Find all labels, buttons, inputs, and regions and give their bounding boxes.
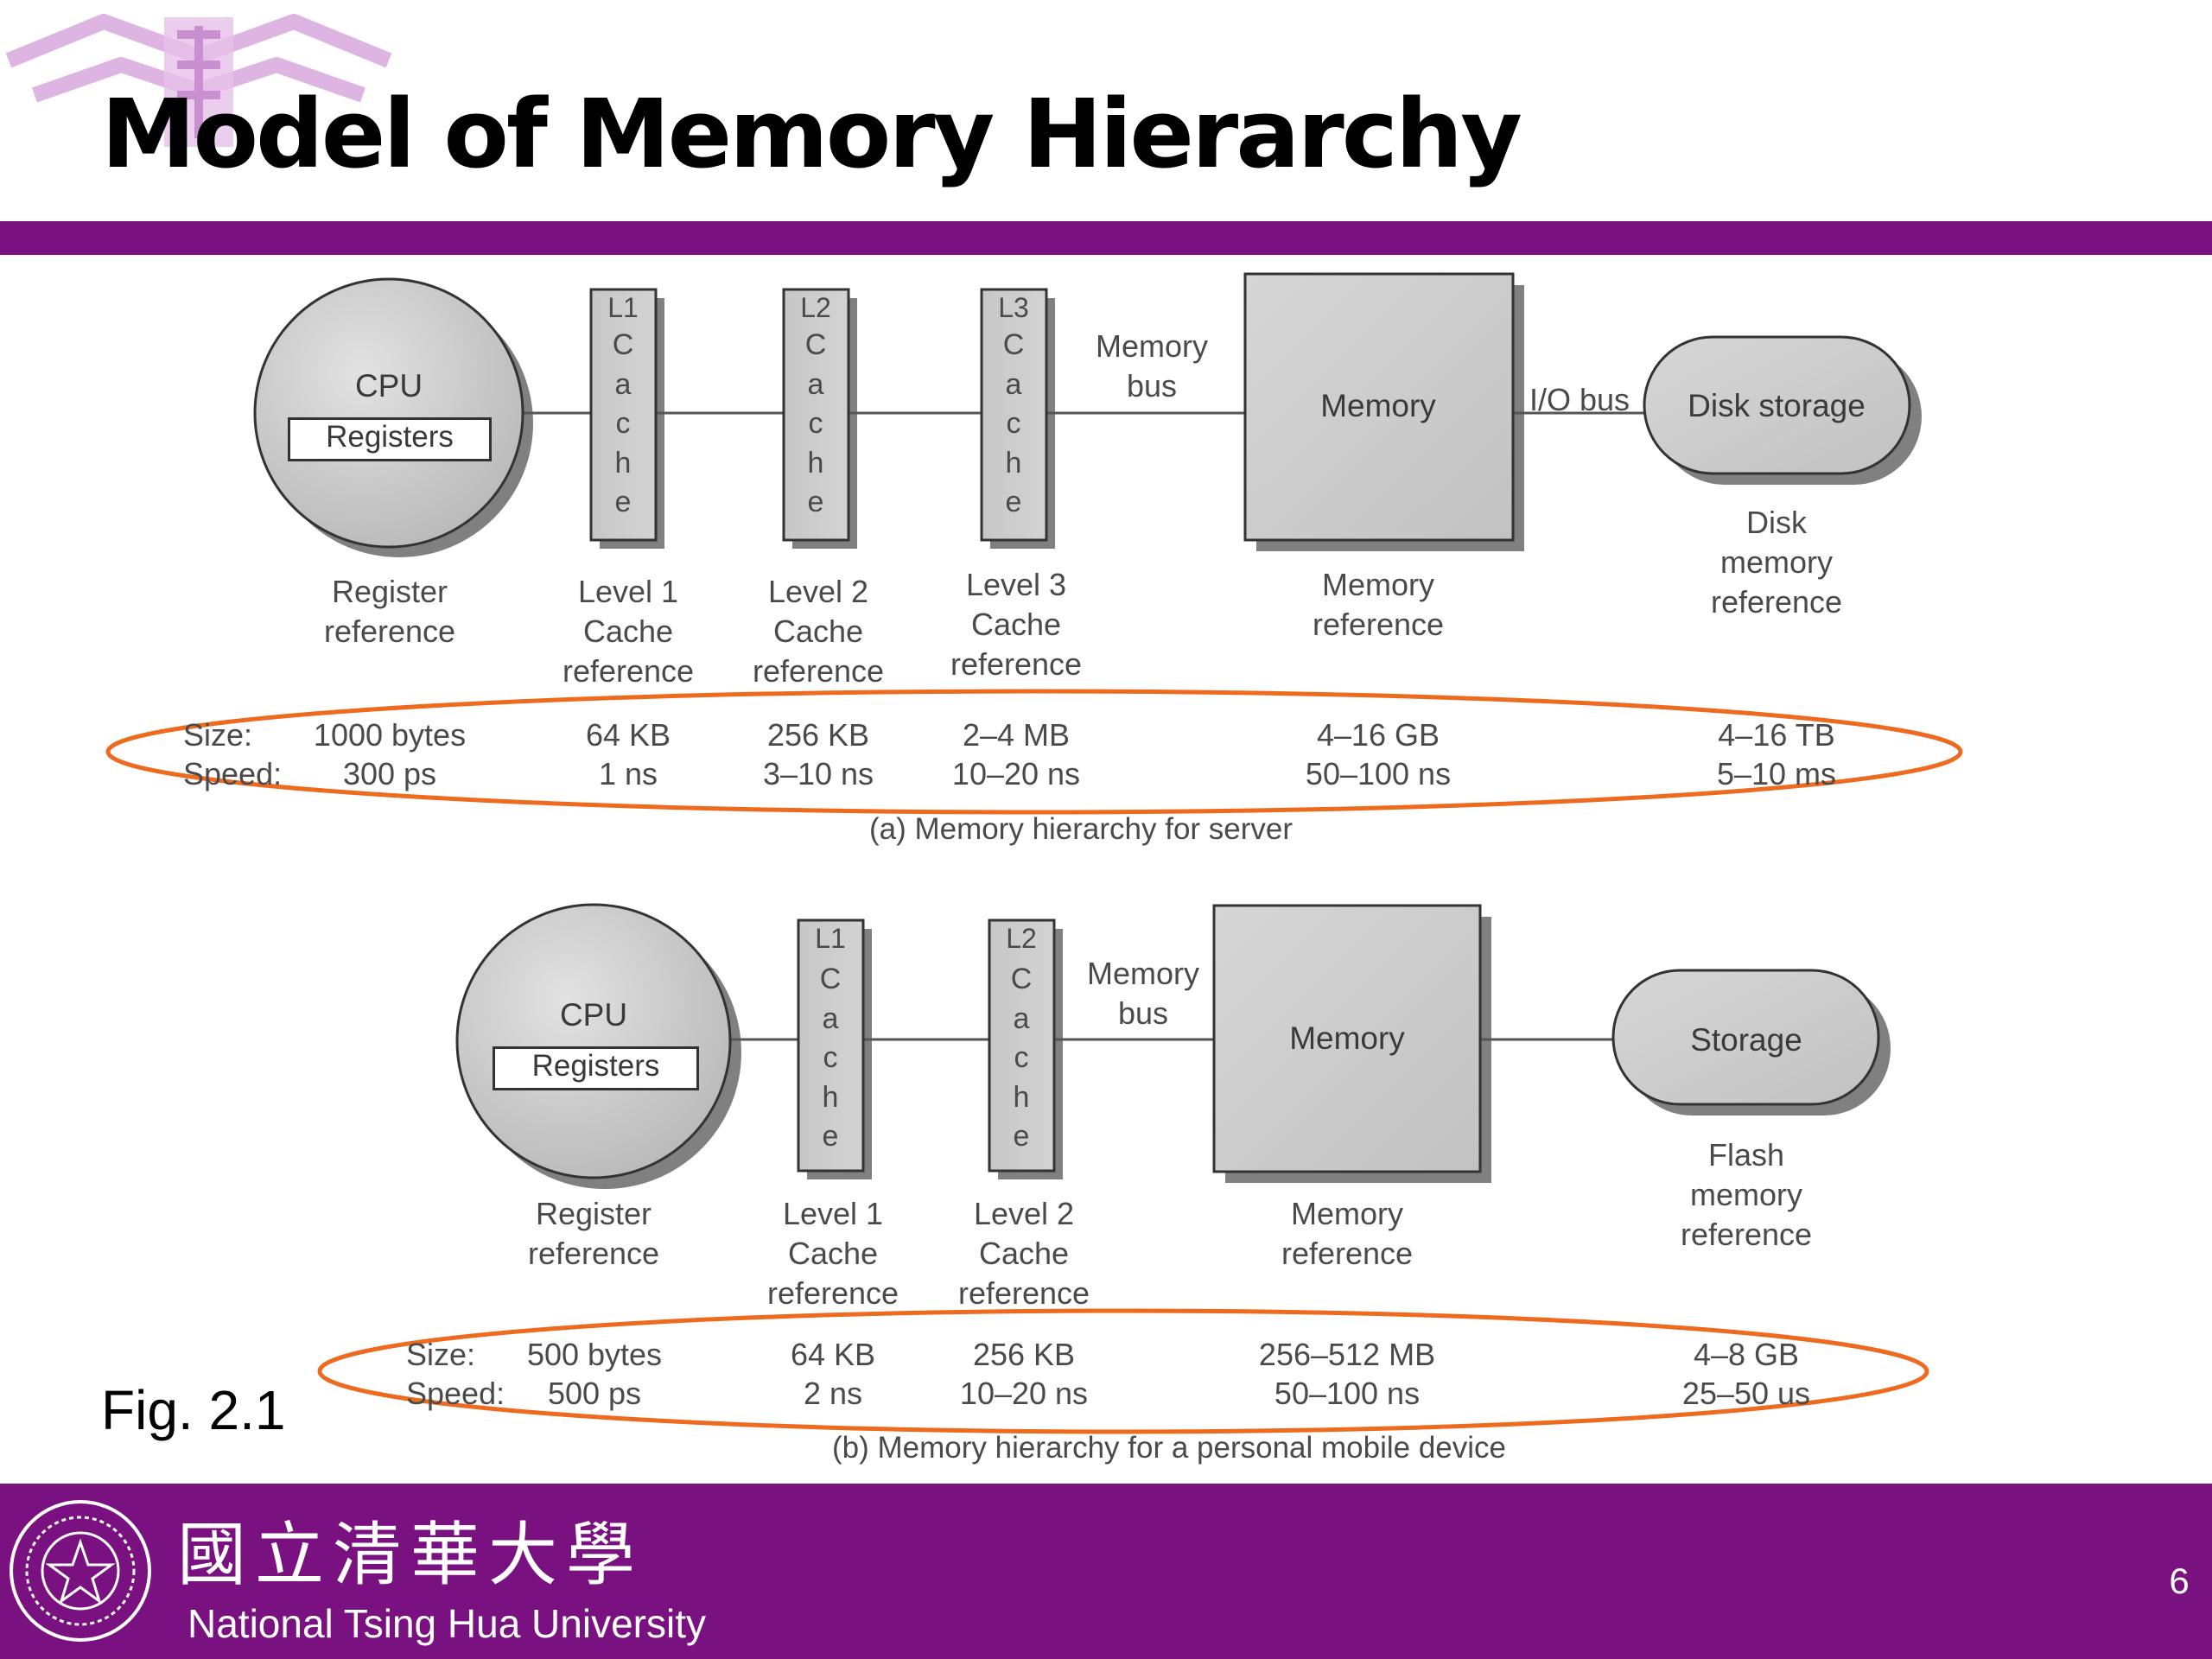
l1-reference-a: Level 1 Cache reference <box>562 574 695 689</box>
university-seal-icon <box>10 1500 151 1642</box>
slide-title: Model of Memory Hierarchy <box>101 79 1522 189</box>
l2-reference-b: Level 2 Cache reference <box>957 1196 1090 1311</box>
l1-reference-b: Level 1 Cache reference <box>766 1196 899 1311</box>
storage-label-b: Storage <box>1690 1022 1802 1058</box>
registers-box-a: Registers <box>288 417 492 461</box>
university-name-english: National Tsing Hua University <box>188 1601 706 1646</box>
size-l2-a: 256 KB <box>766 717 870 753</box>
flash-reference-b: Flash memory reference <box>1680 1137 1813 1252</box>
size-memory-b: 256–512 MB <box>1258 1337 1436 1372</box>
registers-box-b: Registers <box>493 1046 699 1090</box>
l3-reference-a: Level 3 Cache reference <box>950 567 1083 682</box>
speed-memory-b: 50–100 ns <box>1274 1376 1421 1411</box>
size-speed-highlight-a <box>105 689 1963 815</box>
memory-reference-a: Memory reference <box>1312 567 1445 642</box>
size-l1-a: 64 KB <box>585 717 671 753</box>
l2-cache-name-b: L2 <box>1006 923 1037 954</box>
speed-l1-a: 1 ns <box>598 756 658 791</box>
speed-disk-a: 5–10 ms <box>1716 756 1837 791</box>
size-storage-b: 4–8 GB <box>1693 1337 1800 1372</box>
title-divider-bar <box>0 221 2212 255</box>
speed-storage-b: 25–50 us <box>1681 1376 1811 1411</box>
l3-cache-block-a <box>980 288 1048 542</box>
l2-cache-block-a <box>782 288 850 542</box>
university-logo-watermark <box>5 14 392 147</box>
memory-bus-label-a: Memory bus <box>1095 328 1209 404</box>
size-register-a: 1000 bytes <box>313 717 467 753</box>
figure-label: Fig. 2.1 <box>101 1379 286 1441</box>
register-reference-b: Register reference <box>527 1196 660 1271</box>
size-l2-b: 256 KB <box>972 1337 1076 1372</box>
l3-cache-letters-a: C a c h e <box>1002 328 1025 518</box>
memory-bus-label-b: Memory bus <box>1086 956 1200 1031</box>
l2-reference-a: Level 2 Cache reference <box>752 574 885 689</box>
size-l3-a: 2–4 MB <box>962 717 1071 753</box>
speed-l2-b: 10–20 ns <box>959 1376 1089 1411</box>
size-memory-a: 4–16 GB <box>1316 717 1440 753</box>
speed-memory-a: 50–100 ns <box>1305 756 1452 791</box>
speed-l1-b: 2 ns <box>803 1376 863 1411</box>
cpu-circle-a <box>253 277 524 549</box>
university-name-chinese: 國立清華大學 <box>177 1515 644 1595</box>
memory-block-b <box>1212 904 1482 1173</box>
l1-cache-block-b <box>797 918 865 1173</box>
l1-cache-name-b: L1 <box>815 923 846 954</box>
caption-a: (a) Memory hierarchy for server <box>868 812 1294 846</box>
size-l1-b: 64 KB <box>790 1337 876 1372</box>
speed-l3-a: 10–20 ns <box>951 756 1081 791</box>
size-speed-highlight-b <box>317 1308 1929 1434</box>
disk-reference-a: Disk memory reference <box>1710 505 1843 620</box>
memory-block-a <box>1243 272 1515 542</box>
size-label-b: Size: <box>406 1337 476 1372</box>
size-register-b: 500 bytes <box>526 1337 663 1372</box>
page-number: 6 <box>2169 1560 2190 1601</box>
memory-label-b: Memory <box>1289 1020 1405 1056</box>
speed-l2-a: 3–10 ns <box>762 756 874 791</box>
caption-b: (b) Memory hierarchy for a personal mobi… <box>831 1431 1507 1465</box>
speed-register-b: 500 ps <box>547 1376 642 1411</box>
storage-block-b <box>1611 969 1880 1106</box>
l1-cache-block-a <box>589 288 658 542</box>
l1-cache-name-a: L1 <box>607 292 639 323</box>
l2-cache-block-b <box>988 918 1056 1173</box>
speed-label-b: Speed: <box>406 1376 505 1411</box>
speed-label-a: Speed: <box>183 756 283 791</box>
io-bus-label-a: I/O bus <box>1529 382 1630 417</box>
cpu-label-b: CPU <box>559 997 628 1033</box>
l2-cache-letters-b: C a c h e <box>1010 963 1033 1153</box>
footer-bar <box>0 1484 2212 1659</box>
cpu-circle-b <box>455 903 732 1179</box>
speed-register-a: 300 ps <box>342 756 437 791</box>
size-disk-a: 4–16 TB <box>1718 717 1835 753</box>
disk-storage-block-a <box>1643 335 1911 475</box>
memory-reference-b: Memory reference <box>1281 1196 1414 1271</box>
memory-label-a: Memory <box>1320 388 1436 423</box>
l2-cache-letters-a: C a c h e <box>804 328 827 518</box>
register-reference-a: Register reference <box>323 574 456 649</box>
l1-cache-letters-b: C a c h e <box>819 963 842 1153</box>
cpu-label-a: CPU <box>354 368 423 404</box>
size-label-a: Size: <box>183 717 253 753</box>
l3-cache-name-a: L3 <box>998 292 1029 323</box>
l1-cache-letters-a: C a c h e <box>612 328 634 518</box>
disk-storage-label-a: Disk storage <box>1688 388 1866 423</box>
l2-cache-name-a: L2 <box>800 292 831 323</box>
